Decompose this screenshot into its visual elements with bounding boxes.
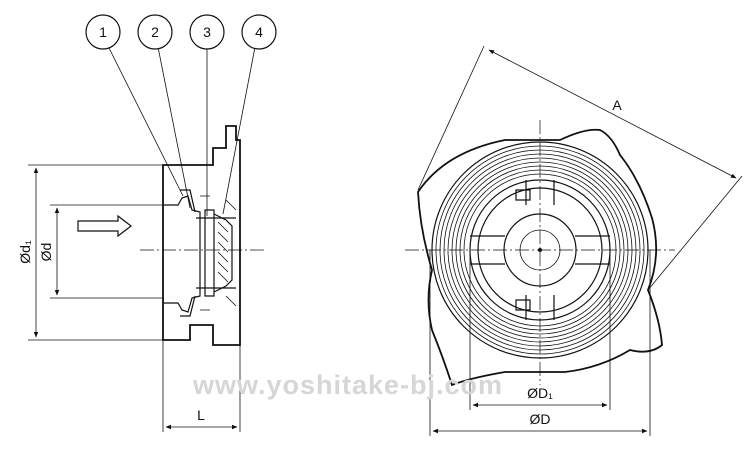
dimension-D1-label: ØD₁: [527, 385, 553, 401]
dimension-d1-label: Ød₁: [17, 240, 33, 264]
callout-4-number: 4: [255, 24, 263, 40]
watermark-text: www.yoshitake-bj.com: [192, 370, 503, 400]
callout-leaders: [107, 45, 256, 216]
dimension-D1: ØD₁: [469, 250, 611, 410]
dimension-L-label: L: [197, 407, 205, 423]
dimension-L: L: [162, 340, 241, 432]
callout-3-number: 3: [203, 24, 211, 40]
dimension-D: ØD: [429, 250, 651, 436]
dimension-d: Ød: [38, 204, 163, 299]
dimension-d-label: Ød: [38, 243, 54, 262]
callout-4: 4: [241, 14, 277, 50]
callout-1: 1: [85, 14, 121, 50]
dimension-A: A: [417, 45, 743, 291]
flow-direction-arrow-icon: [77, 214, 132, 238]
front-view: [405, 120, 675, 387]
callout-2: 2: [137, 14, 173, 50]
callout-3: 3: [189, 14, 225, 50]
dimension-A-label: A: [612, 97, 622, 113]
callout-2-number: 2: [151, 24, 159, 40]
dimension-d1: Ød₁: [17, 164, 163, 341]
dimension-D-label: ØD: [530, 411, 551, 427]
side-section-view: [77, 125, 265, 346]
callout-1-number: 1: [99, 24, 107, 40]
